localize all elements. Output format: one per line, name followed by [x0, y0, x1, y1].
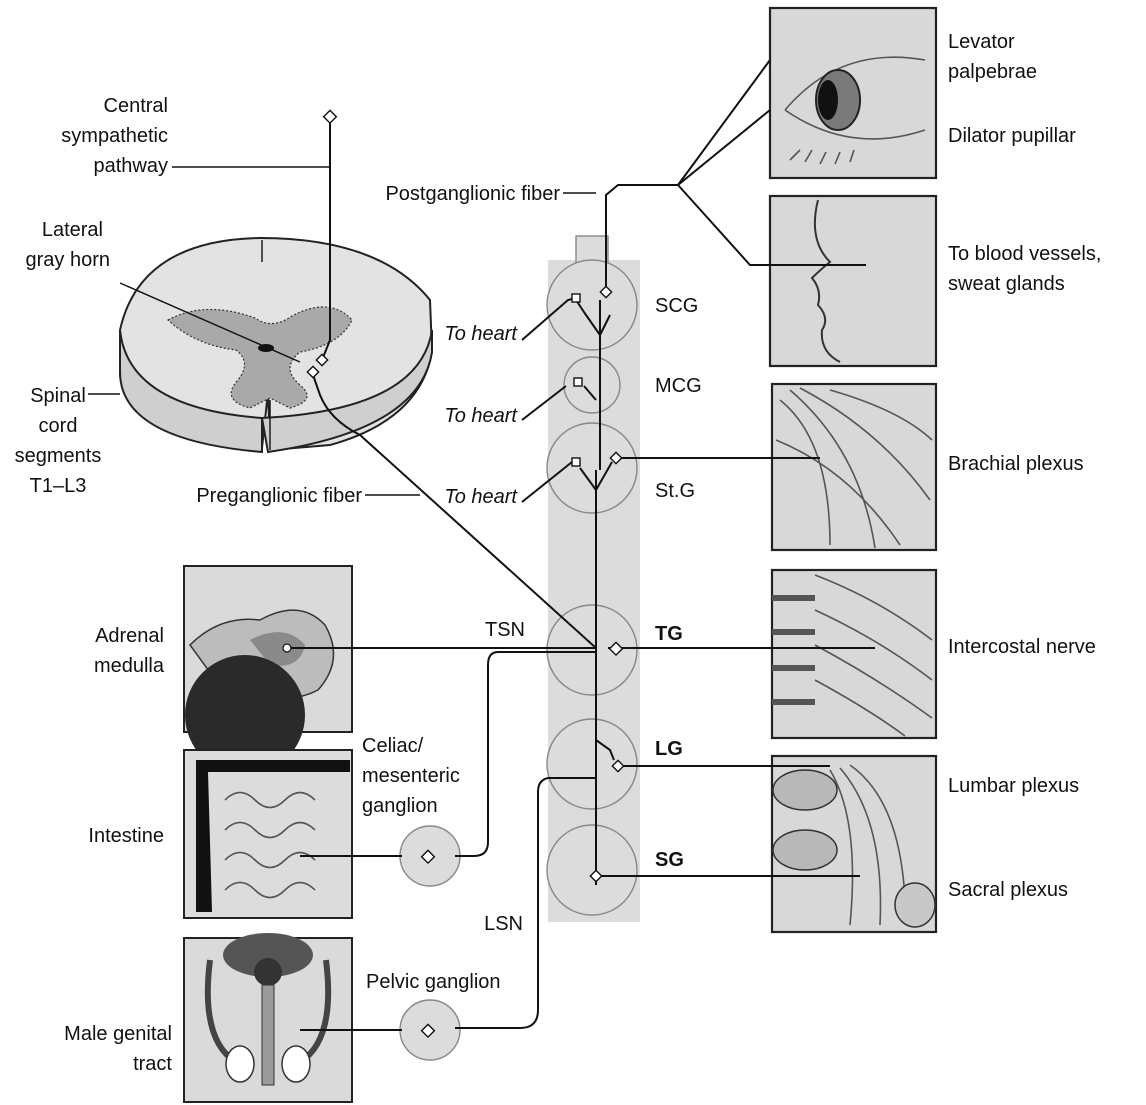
label-lateral-1: Lateral	[42, 219, 103, 241]
label-stg: St.G	[655, 480, 695, 502]
label-mcg: MCG	[655, 375, 702, 397]
target-eye-box	[770, 8, 936, 178]
ganglion-stg	[547, 423, 637, 513]
label-levator-1: Levator	[948, 31, 1015, 53]
target-lumbar-box	[772, 756, 936, 932]
label-sg: SG	[655, 849, 684, 871]
label-pelvic: Pelvic ganglion	[366, 971, 501, 993]
label-spinal-1: Spinal	[30, 385, 86, 407]
label-tsn: TSN	[485, 619, 525, 641]
label-celiac-2: mesenteric	[362, 765, 460, 787]
label-spinal-2: cord	[39, 415, 78, 437]
label-to-heart-2: To heart	[444, 405, 518, 427]
label-sacral: Sacral plexus	[948, 879, 1068, 901]
label-central-1: Central	[104, 95, 168, 117]
label-to-heart-1: To heart	[444, 323, 518, 345]
target-genital-box	[184, 933, 352, 1102]
label-to-heart-3: To heart	[444, 486, 518, 508]
ganglion-mcg	[564, 357, 620, 413]
label-intestine: Intestine	[88, 825, 164, 847]
ganglion-lg	[547, 719, 637, 809]
spinal-cord-section	[120, 238, 432, 452]
label-lumbar: Lumbar plexus	[948, 775, 1079, 797]
ganglion-tg	[547, 605, 637, 695]
label-central-2: sympathetic	[61, 125, 168, 147]
label-scg: SCG	[655, 295, 698, 317]
label-vessels-1: To blood vessels,	[948, 243, 1101, 265]
ganglion-sg	[547, 825, 637, 915]
label-lsn: LSN	[484, 913, 523, 935]
label-tg: TG	[655, 623, 683, 645]
label-spinal-4: T1–L3	[30, 475, 87, 497]
label-preganglionic: Preganglionic fiber	[196, 485, 362, 507]
target-intercostal-box	[772, 570, 936, 738]
label-lateral-2: gray horn	[26, 249, 111, 271]
label-adrenal-2: medulla	[94, 655, 165, 677]
label-levator-2: palpebrae	[948, 61, 1037, 83]
label-genital-2: tract	[133, 1053, 172, 1075]
label-genital-1: Male genital	[64, 1023, 172, 1045]
label-lg: LG	[655, 738, 683, 760]
target-intestine-box	[184, 750, 352, 918]
label-celiac-3: ganglion	[362, 795, 438, 817]
label-vessels-2: sweat glands	[948, 273, 1065, 295]
label-spinal-3: segments	[15, 445, 102, 467]
label-central-3: pathway	[94, 155, 169, 177]
label-postganglionic: Postganglionic fiber	[385, 183, 560, 205]
target-face-box	[770, 196, 936, 366]
label-adrenal-1: Adrenal	[95, 625, 164, 647]
label-celiac-1: Celiac/	[362, 735, 424, 757]
label-brachial: Brachial plexus	[948, 453, 1084, 475]
ganglion-scg	[547, 260, 637, 350]
target-brachial-box	[772, 384, 936, 550]
label-dilator: Dilator pupillar	[948, 125, 1076, 147]
target-adrenal-box	[184, 566, 352, 775]
label-intercostal: Intercostal nerve	[948, 636, 1096, 658]
